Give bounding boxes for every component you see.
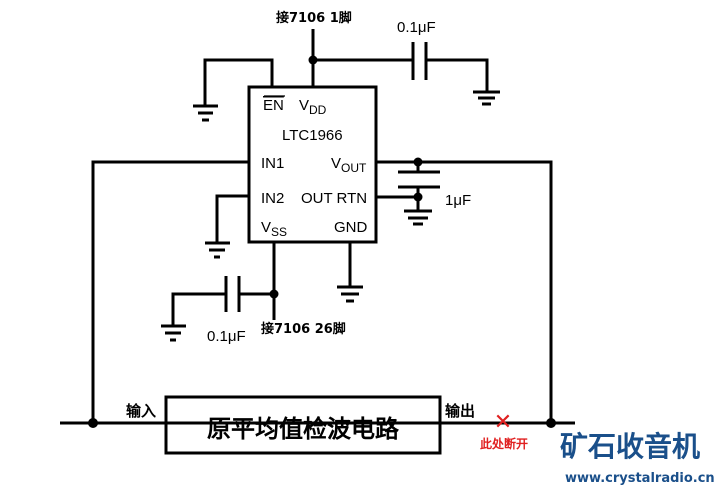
watermark-title: 矿石收音机 — [560, 430, 700, 463]
output-label: 输出 — [445, 402, 475, 420]
ground-icon — [205, 241, 230, 259]
detector-block — [164, 395, 442, 455]
pin-outrtn-label: OUT RTN — [301, 190, 367, 207]
watermark-url: www.crystalradio.cn — [565, 471, 715, 486]
vss-net — [161, 242, 279, 342]
pin-vdd-label: VDD — [299, 97, 327, 117]
junction-dot — [413, 192, 423, 202]
chip-name: LTC1966 — [282, 127, 343, 144]
cap-out-label: 1μF — [445, 192, 471, 209]
ground-icon — [404, 209, 432, 226]
cap-vss-label: 0.1μF — [207, 328, 246, 345]
break-note: 此处断开 — [480, 436, 528, 451]
in1-wire — [91, 160, 249, 423]
ground-icon — [193, 104, 218, 122]
block-label: 原平均值检波电路 — [207, 415, 400, 443]
vdd-connection-label: 接7106 1脚 — [276, 10, 352, 26]
vout-net — [376, 157, 553, 423]
input-label: 输入 — [126, 402, 156, 420]
pin-in2-label: IN2 — [261, 190, 284, 207]
pin-vout-label: VOUT — [331, 155, 367, 175]
ground-icon — [161, 324, 186, 342]
pin-en-label: EN — [263, 97, 284, 114]
cap-vdd-label: 0.1μF — [397, 19, 436, 36]
en-net — [193, 58, 274, 122]
pin-vss-label: VSS — [261, 219, 287, 239]
pin-gnd-label: GND — [334, 219, 368, 236]
vdd-net — [308, 29, 500, 106]
junction-dot — [546, 418, 556, 428]
ground-icon — [473, 90, 500, 106]
gnd-net — [337, 242, 363, 303]
vss-connection-label: 接7106 26脚 — [261, 321, 346, 337]
junction-dot — [88, 418, 98, 428]
break-mark-icon: ✕ — [494, 410, 512, 435]
in2-net — [205, 194, 249, 259]
ground-icon — [337, 285, 363, 303]
pin-in1-label: IN1 — [261, 155, 284, 172]
